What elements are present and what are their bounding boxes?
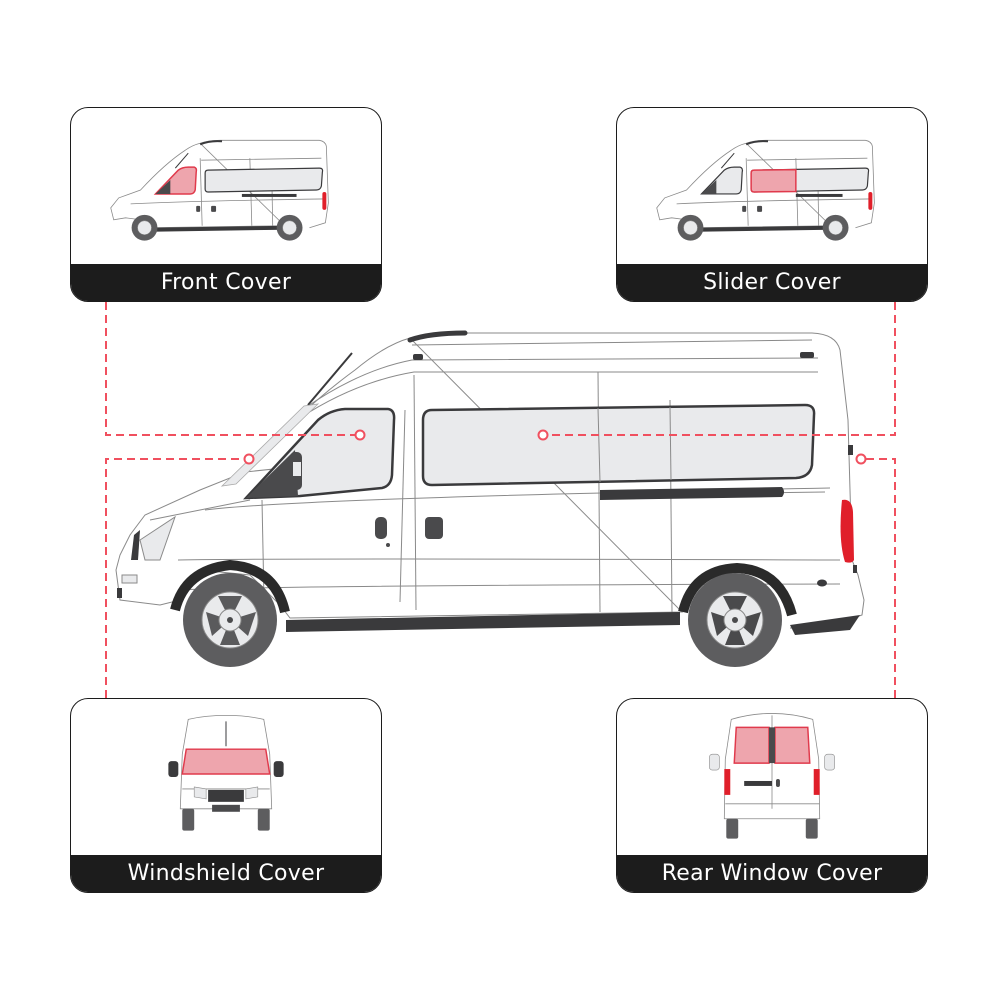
slider-window-highlight	[750, 168, 797, 193]
front-cover-label: Front Cover	[71, 264, 381, 301]
windshield-cover-van-illustration	[168, 715, 284, 831]
rear-left-window-highlight	[733, 726, 770, 764]
windshield-highlight	[181, 748, 271, 775]
front-wheel	[183, 573, 277, 667]
rear-wheel	[688, 573, 782, 667]
side-window	[421, 403, 816, 487]
card-front-cover[interactable]: Front Cover	[70, 107, 382, 302]
front-cover-van-illustration	[110, 139, 329, 241]
card-rear-window-cover[interactable]: Rear Window Cover	[616, 698, 928, 893]
card-slider-cover[interactable]: Slider Cover	[616, 107, 928, 302]
rear-window-cover-van-illustration	[709, 713, 835, 839]
tail-light	[840, 499, 854, 563]
rear-window-cover-label: Rear Window Cover	[617, 855, 927, 892]
slider-cover-van-illustration	[656, 139, 875, 241]
rear-right-window-highlight	[774, 726, 811, 764]
card-windshield-cover[interactable]: Windshield Cover	[70, 698, 382, 893]
windshield-cover-label: Windshield Cover	[71, 855, 381, 892]
slider-cover-label: Slider Cover	[617, 264, 927, 301]
